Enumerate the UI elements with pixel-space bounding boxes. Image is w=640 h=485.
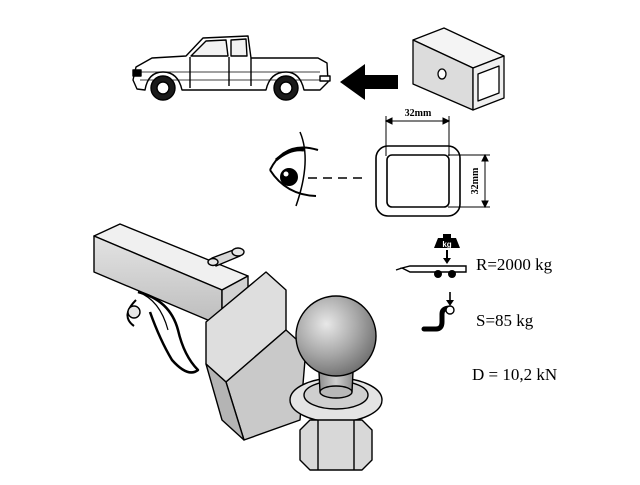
- eye-icon: [269, 131, 319, 207]
- trailer-mass-label: R=2000 kg: [476, 255, 553, 274]
- width-dimension-label: 32mm: [405, 108, 432, 119]
- weight-icon-label: kg: [442, 240, 451, 249]
- arrow-left-icon: [340, 64, 398, 100]
- height-dimension-label: 32mm: [470, 167, 481, 194]
- receiver-tube-icon: [412, 27, 505, 111]
- width-dimension: [384, 116, 451, 156]
- tongue-load-icon: [421, 292, 455, 332]
- pickup-truck-icon: [132, 35, 331, 101]
- ball-mount-hitch-icon: [93, 223, 383, 471]
- d-value-label: D = 10,2 kN: [472, 365, 557, 384]
- vertical-load-label: S=85 kg: [476, 311, 534, 330]
- receiver-profile: [375, 145, 461, 217]
- height-dimension: [448, 153, 490, 209]
- trailer-weight-icon: kg: [395, 234, 467, 278]
